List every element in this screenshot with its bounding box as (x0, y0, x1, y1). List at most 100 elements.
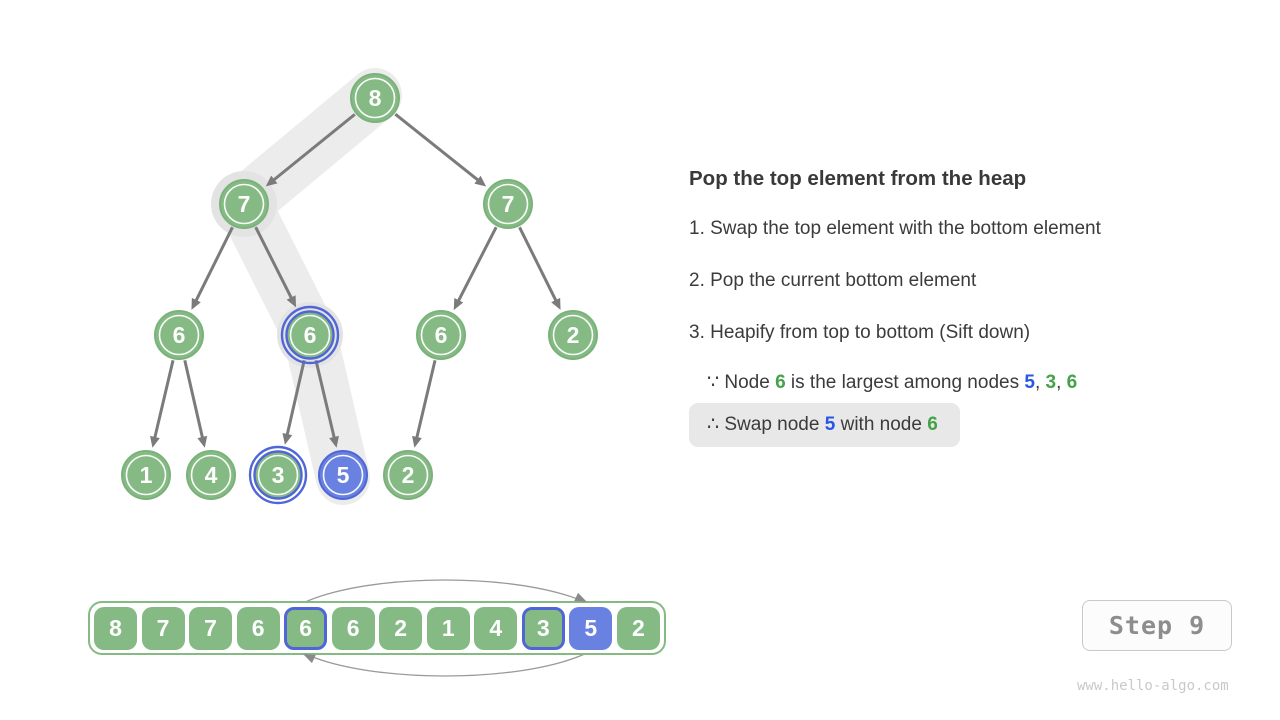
tree-edge (191, 226, 234, 310)
tree-node: 1 (121, 450, 171, 500)
edge-line (414, 359, 437, 442)
step-badge: Step 9 (1082, 600, 1232, 651)
array-cell: 6 (236, 606, 280, 650)
tree-node: 7 (483, 179, 533, 229)
node-value-ref: 6 (775, 372, 786, 393)
edge-line (152, 359, 175, 442)
array-cell: 2 (616, 606, 660, 650)
node-circle (154, 310, 204, 360)
step-item: 2. Pop the current bottom element (689, 270, 977, 291)
tree-node: 8 (350, 73, 400, 123)
edge-arrowhead (474, 175, 487, 187)
node-circle (350, 73, 400, 123)
node-value: 6 (173, 322, 186, 348)
step-item: 1. Swap the top element with the bottom … (689, 218, 1101, 239)
text-segment: is the largest among nodes (785, 372, 1025, 393)
tree-node: 2 (383, 450, 433, 500)
tree-edge (282, 360, 306, 445)
array-cell: 7 (141, 606, 185, 650)
tree-edge (265, 113, 356, 187)
tree-node: 4 (186, 450, 236, 500)
therefore-line: ∴ Swap node 5 with node 6 (689, 403, 960, 447)
step-item: 3. Heapify from top to bottom (Sift down… (689, 322, 1031, 343)
edge-line (193, 226, 234, 305)
tree-node: 2 (548, 310, 598, 360)
tree-node: 7 (219, 179, 269, 229)
explanation-panel: Pop the top element from the heap 1. Swa… (689, 0, 1249, 540)
array-cell: 3 (521, 606, 565, 650)
node-inner-ring (190, 454, 232, 496)
text-segment: ∴ Swap node (707, 414, 825, 435)
edge-arrowhead (286, 295, 297, 308)
array-cell: 4 (474, 606, 518, 650)
text-segment: , (1034, 372, 1046, 393)
node-value: 1 (140, 462, 153, 488)
node-inner-ring (223, 183, 265, 225)
node-value: 2 (402, 462, 415, 488)
array-cell: 6 (284, 606, 328, 650)
node-circle (285, 310, 335, 360)
node-value-ref: 3 (1045, 372, 1057, 393)
node-inner-ring (487, 183, 529, 225)
array-cell: 1 (426, 606, 470, 650)
node-inner-ring (354, 77, 396, 119)
tree-edge (453, 226, 498, 311)
step-badge-label: Step 9 (1108, 611, 1206, 640)
tree-node: 3 (248, 445, 308, 505)
text-segment: , (1056, 372, 1067, 393)
node-value-ref: 5 (1024, 372, 1035, 393)
node-circle (383, 450, 433, 500)
edge-arrowhead (551, 297, 561, 310)
node-circle (318, 450, 368, 500)
node-inner-ring (420, 314, 462, 356)
node-inner-ring (125, 454, 167, 496)
tree-edge (518, 226, 561, 310)
node-circle (548, 310, 598, 360)
array-cell: 6 (331, 606, 375, 650)
tree-edge (412, 359, 437, 448)
edge-line (270, 113, 356, 184)
edge-arrowhead (150, 435, 160, 448)
heap-tree: 8 7 7 6 6 6 2 1 4 3 5 2 (121, 68, 598, 505)
node-circle (253, 450, 303, 500)
node-value-ref: 5 (824, 414, 836, 435)
tree-node: 6 (154, 310, 204, 360)
tree-node: 6 (280, 305, 340, 365)
node-value: 7 (502, 191, 515, 217)
edge-line (254, 226, 295, 302)
node-value: 4 (205, 462, 218, 488)
edge-arrowhead (265, 175, 278, 187)
edge-arrowhead (412, 435, 422, 448)
tree-node: 6 (416, 310, 466, 360)
edge-line (518, 226, 559, 305)
array-cell: 5 (569, 606, 613, 650)
tree-edge (183, 360, 208, 448)
array-cell: 8 (94, 606, 137, 650)
edge-line (394, 113, 482, 184)
node-outer-ring (248, 445, 308, 505)
node-circle (121, 450, 171, 500)
watermark: www.hello-algo.com (1077, 678, 1229, 694)
array-cell: 7 (189, 606, 233, 650)
panel-title: Pop the top element from the heap (689, 167, 1027, 190)
text-segment: ∵ Node (707, 372, 776, 393)
node-value: 2 (567, 322, 580, 348)
edge-line (455, 226, 498, 305)
edge-line (285, 360, 306, 439)
node-inner-ring (322, 454, 364, 496)
node-circle (483, 179, 533, 229)
because-line: ∵ Node 6 is the largest among nodes 5, 3… (689, 370, 1077, 395)
node-inner-ring (257, 454, 299, 496)
node-value: 8 (369, 85, 382, 111)
tree-node: 5 (318, 450, 368, 500)
edge-arrowhead (282, 432, 293, 445)
tree-edge (394, 113, 487, 187)
node-inner-ring (158, 314, 200, 356)
node-outer-ring (280, 305, 340, 365)
tree-edge (254, 226, 297, 308)
node-value: 3 (272, 462, 285, 488)
node-inner-ring (289, 314, 331, 356)
tree-edge (314, 359, 339, 448)
node-value: 7 (238, 191, 251, 217)
node-inner-ring (387, 454, 429, 496)
